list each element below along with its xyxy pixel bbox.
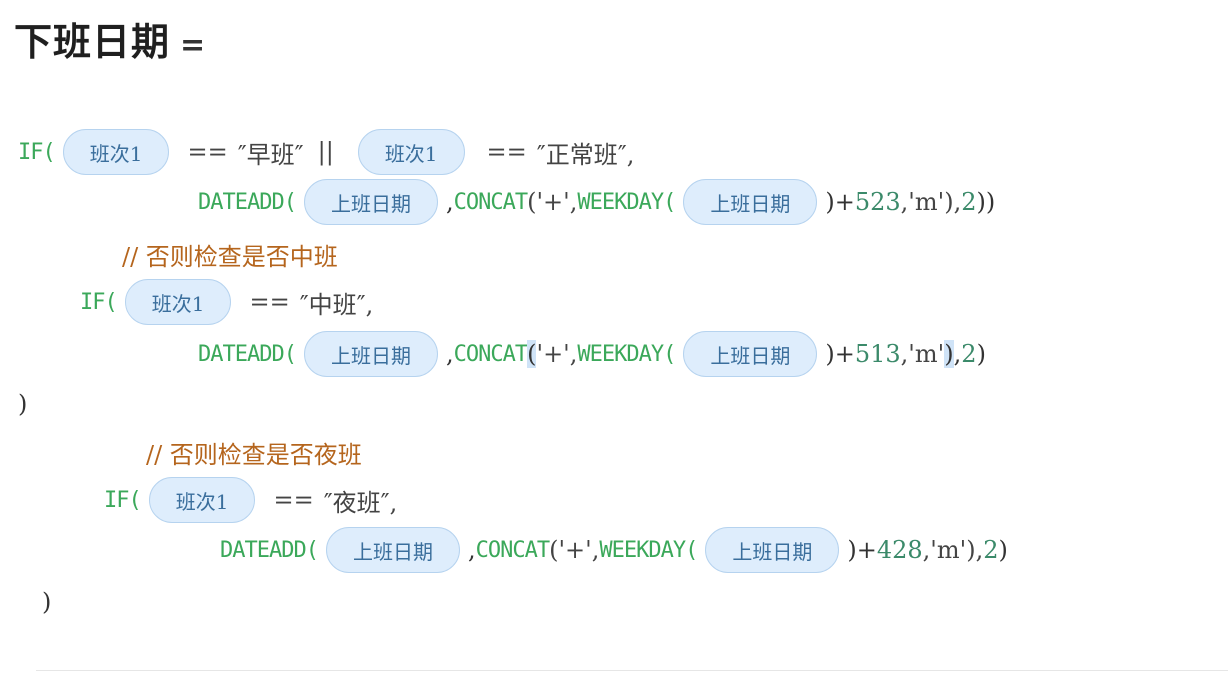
field-token-start-date[interactable]: 上班日期	[705, 527, 840, 573]
function-if: IF(	[80, 289, 118, 315]
comment-text: // 否则检查是否夜班	[146, 440, 362, 469]
function-weekday: WEEKDAY(	[599, 537, 698, 563]
operator-equals: ==	[486, 138, 527, 166]
highlighted-paren-close: )	[944, 340, 954, 368]
string-literal: ″中班″,	[299, 290, 374, 319]
number-literal: 513	[854, 340, 901, 368]
function-concat: CONCAT	[475, 537, 550, 563]
number-literal: 2	[961, 188, 977, 216]
field-token-start-date[interactable]: 上班日期	[683, 179, 818, 225]
operator-plus: )+	[847, 536, 877, 564]
function-dateadd: DATEADD(	[198, 341, 297, 367]
function-weekday: WEEKDAY(	[577, 189, 676, 215]
operator-plus: )+	[825, 340, 855, 368]
formula-line-1: IF( 班次1 == ″早班″ || 班次1 == ″正常班″,	[18, 126, 634, 178]
operator-equals: ==	[187, 138, 228, 166]
function-concat: CONCAT	[453, 341, 528, 367]
function-dateadd: DATEADD(	[198, 189, 297, 215]
comment-text: // 否则检查是否中班	[122, 242, 338, 271]
formula-comment-2: // 否则检查是否夜班	[146, 426, 362, 478]
operator-plus: )+	[825, 188, 855, 216]
field-token-shift[interactable]: 班次1	[357, 129, 465, 175]
page-title: 下班日期 =	[14, 14, 206, 74]
field-token-shift[interactable]: 班次1	[148, 477, 256, 523]
formula-line-2: DATEADD( 上班日期 , CONCAT ('+', WEEKDAY( 上班…	[198, 176, 995, 228]
string-literal: ″早班″	[237, 140, 304, 169]
formula-line-5: DATEADD( 上班日期 , CONCAT ( '+', WEEKDAY( 上…	[198, 328, 986, 380]
formula-line-10: )	[42, 576, 51, 628]
separator: ,	[445, 188, 454, 216]
function-dateadd: DATEADD(	[220, 537, 319, 563]
string-literal: ″夜班″,	[323, 488, 398, 517]
divider	[36, 670, 1228, 671]
number-literal: 2	[961, 340, 977, 368]
field-token-start-date[interactable]: 上班日期	[325, 527, 460, 573]
highlighted-paren-open: (	[527, 340, 537, 368]
field-token-start-date[interactable]: 上班日期	[303, 179, 438, 225]
string-literal: ″正常班″,	[536, 140, 635, 169]
formula-line-4: IF( 班次1 == ″中班″,	[80, 276, 373, 328]
field-token-start-date[interactable]: 上班日期	[683, 331, 818, 377]
separator: ,	[953, 340, 962, 368]
formula-comment-1: // 否则检查是否中班	[122, 228, 338, 280]
formula-line-8: IF( 班次1 == ″夜班″,	[104, 474, 397, 526]
operator-equals: ==	[249, 288, 290, 316]
operator-or: ||	[317, 138, 334, 166]
string-literal: ,'m'	[900, 340, 945, 368]
page-title-text: 下班日期	[14, 20, 171, 64]
field-token-shift[interactable]: 班次1	[124, 279, 232, 325]
string-literal: '+',	[536, 340, 578, 368]
string-literal: ,'m'),	[900, 188, 962, 216]
number-literal: 428	[876, 536, 923, 564]
function-if: IF(	[104, 487, 142, 513]
equals-sign: =	[180, 28, 207, 63]
closing-paren: )	[42, 588, 52, 616]
field-token-shift[interactable]: 班次1	[62, 129, 170, 175]
closing-parens: ))	[976, 188, 996, 216]
string-literal: ,'m'),	[922, 536, 984, 564]
number-literal: 2	[983, 536, 999, 564]
function-weekday: WEEKDAY(	[577, 341, 676, 367]
number-literal: 523	[854, 188, 901, 216]
separator: ,	[467, 536, 476, 564]
field-token-start-date[interactable]: 上班日期	[303, 331, 438, 377]
closing-paren: )	[998, 536, 1008, 564]
string-literal: ('+',	[549, 536, 600, 564]
function-concat: CONCAT	[453, 189, 528, 215]
operator-equals: ==	[273, 486, 314, 514]
function-if: IF(	[18, 139, 56, 165]
closing-paren: )	[18, 390, 28, 418]
separator: ,	[445, 340, 454, 368]
string-literal: ('+',	[527, 188, 578, 216]
formula-line-9: DATEADD( 上班日期 , CONCAT ('+', WEEKDAY( 上班…	[220, 524, 1008, 576]
closing-paren: )	[976, 340, 986, 368]
formula-line-6: )	[18, 378, 27, 430]
